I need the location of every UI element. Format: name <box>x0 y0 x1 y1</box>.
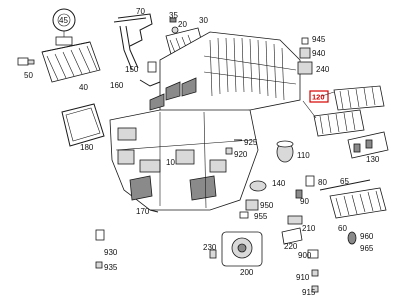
label-140: 140 <box>272 179 286 188</box>
label-930: 930 <box>104 248 118 257</box>
part-35-clip[interactable] <box>169 17 177 23</box>
label-150: 150 <box>125 65 139 74</box>
part-945-clip[interactable] <box>301 37 309 45</box>
part-910-clip[interactable] <box>311 269 319 277</box>
part-240-actuator[interactable] <box>297 61 313 75</box>
part-60-evaporator[interactable] <box>329 187 387 219</box>
label-120: 120 <box>312 93 325 102</box>
part-80-plug[interactable] <box>305 175 315 187</box>
highlight-box-120[interactable] <box>309 90 329 103</box>
label-180: 180 <box>80 143 94 152</box>
part-200-blower-motor[interactable] <box>221 231 263 267</box>
label-30: 30 <box>199 16 208 25</box>
label-200: 200 <box>240 268 254 277</box>
label-160: 160 <box>110 81 124 90</box>
label-940: 940 <box>312 49 326 58</box>
part-230-resistor[interactable] <box>209 249 217 259</box>
label-920: 920 <box>234 150 248 159</box>
lower-hvac-housing[interactable] <box>109 109 259 211</box>
label-80: 80 <box>318 178 327 187</box>
part-170-screw[interactable] <box>149 209 159 213</box>
label-935: 935 <box>104 263 118 272</box>
part-70-coolant-pipes[interactable] <box>113 13 153 71</box>
label-210: 210 <box>302 224 316 233</box>
part-140-sensor[interactable] <box>249 180 267 192</box>
part-900-connector[interactable] <box>307 249 319 259</box>
part-160-hose[interactable] <box>139 79 161 87</box>
label-965: 965 <box>360 244 374 253</box>
label-130: 130 <box>366 155 380 164</box>
label-240: 240 <box>316 65 330 74</box>
part-50-clip[interactable] <box>17 57 35 66</box>
part-45-seal-ring[interactable] <box>52 8 76 46</box>
label-90: 90 <box>300 197 309 206</box>
label-955: 955 <box>254 212 268 221</box>
label-65: 65 <box>340 177 349 186</box>
label-35: 35 <box>169 11 178 20</box>
part-40-heater-core[interactable] <box>41 41 101 83</box>
label-170: 170 <box>136 207 150 216</box>
part-180-gasket[interactable] <box>61 103 105 147</box>
part-220-flap[interactable] <box>281 227 303 245</box>
label-230: 230 <box>203 243 217 252</box>
part-20-grommet[interactable] <box>171 26 179 34</box>
label-915: 915 <box>302 288 316 297</box>
label-220: 220 <box>284 242 298 251</box>
part-915-clip[interactable] <box>311 285 319 293</box>
label-70: 70 <box>136 7 145 16</box>
part-920-clip[interactable] <box>225 147 233 155</box>
part-960-sensor[interactable] <box>347 231 357 245</box>
label-110: 110 <box>297 151 310 160</box>
part-955-bracket[interactable] <box>239 211 249 219</box>
label-945: 945 <box>312 35 326 44</box>
label-45: 45 <box>59 16 68 25</box>
part-110-resistor[interactable] <box>276 140 294 163</box>
part-90-stud[interactable] <box>295 189 303 199</box>
label-10: 10 <box>166 158 175 167</box>
label-50: 50 <box>24 71 33 80</box>
part-120-filter-set[interactable] <box>302 85 385 137</box>
label-20: 20 <box>178 20 187 29</box>
label-925: 925 <box>244 138 258 147</box>
label-60: 60 <box>338 224 347 233</box>
label-910: 910 <box>296 273 310 282</box>
part-930-connector[interactable] <box>95 229 105 241</box>
part-150-connector[interactable] <box>147 61 157 73</box>
part-935-clip[interactable] <box>95 261 103 269</box>
part-950-actuator[interactable] <box>245 199 259 211</box>
part-65-rod[interactable] <box>319 179 371 191</box>
label-40: 40 <box>79 83 88 92</box>
part-940-sensor[interactable] <box>299 47 311 59</box>
part-210-bracket[interactable] <box>287 215 303 225</box>
label-950: 950 <box>260 201 274 210</box>
label-900: 900 <box>298 251 312 260</box>
part-130-filter-cassette[interactable] <box>347 131 389 159</box>
label-960: 960 <box>360 232 374 241</box>
